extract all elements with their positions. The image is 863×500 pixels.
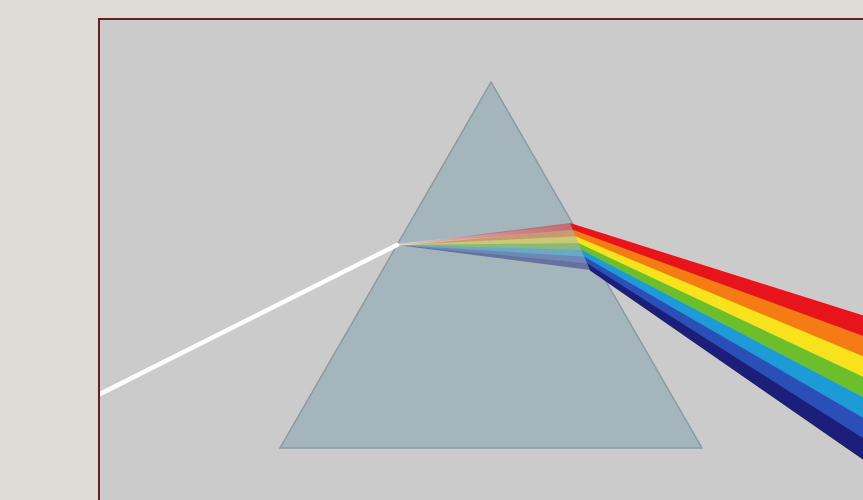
prism-illustration xyxy=(100,20,863,500)
image-frame xyxy=(98,18,863,500)
